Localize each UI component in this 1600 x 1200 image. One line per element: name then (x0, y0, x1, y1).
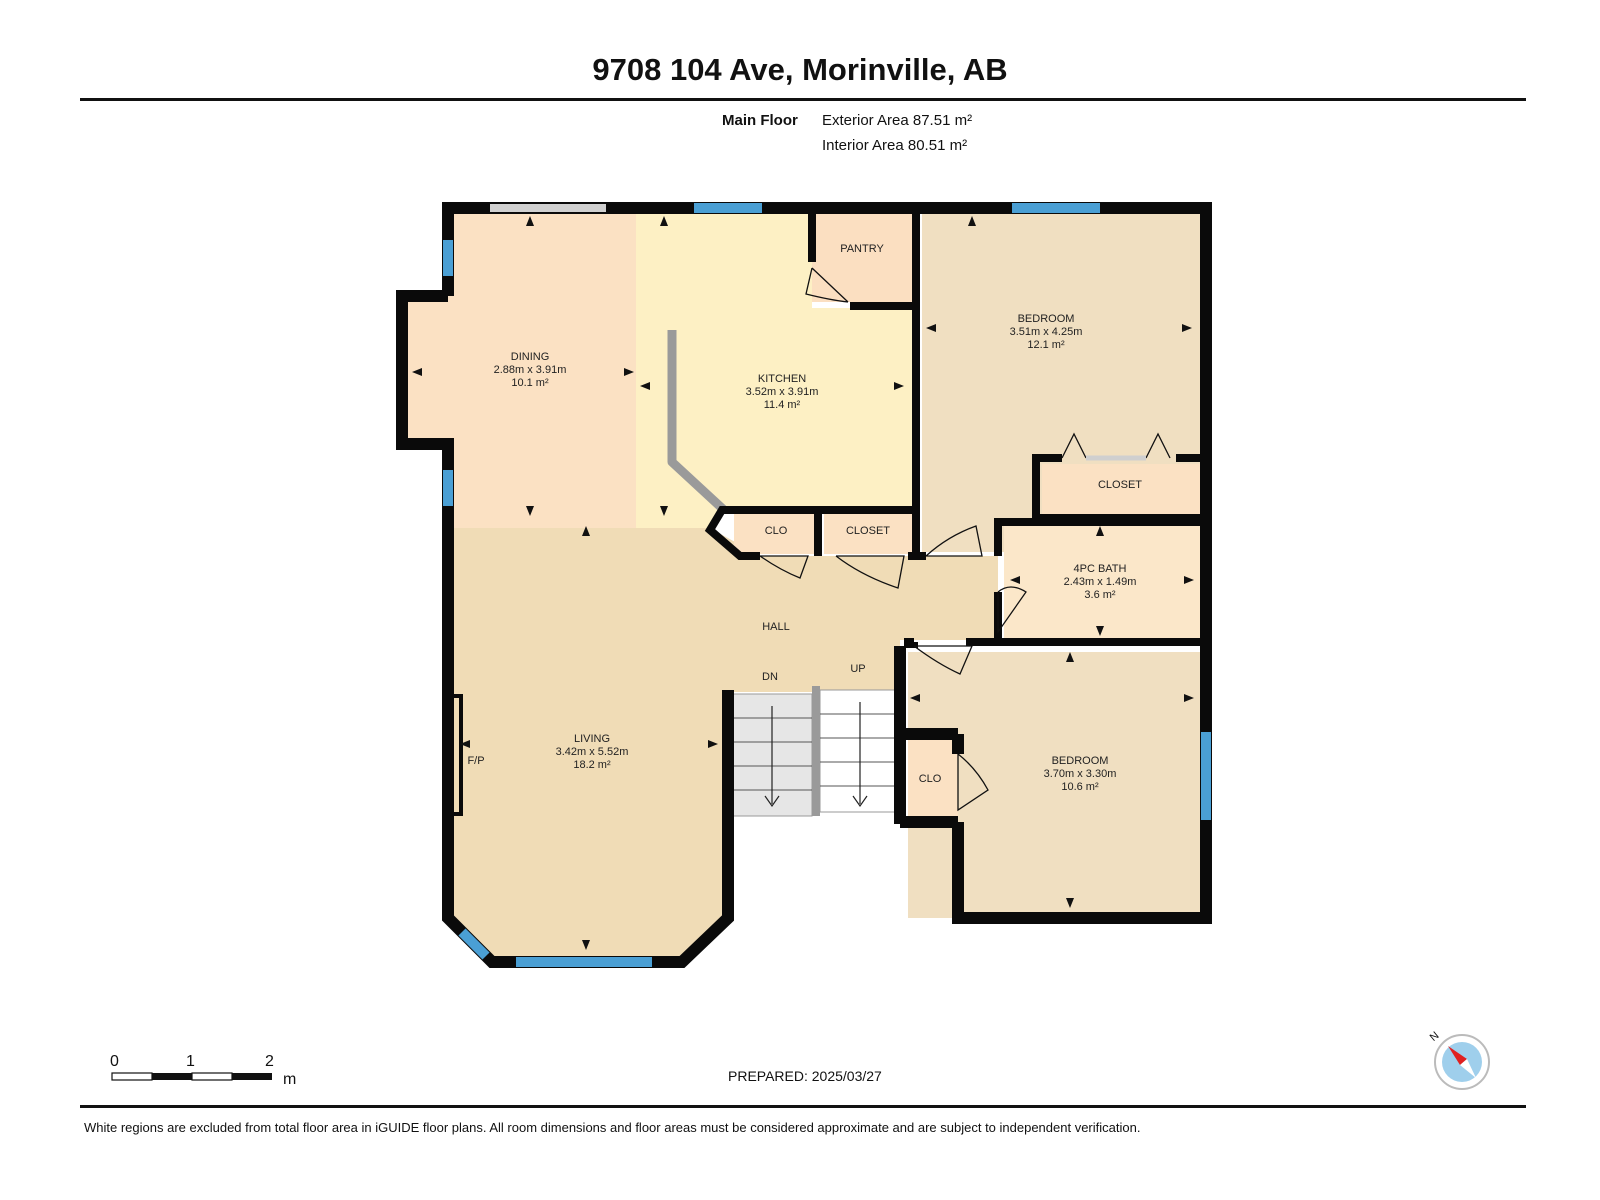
dining-dims: 2.88m x 3.91m (494, 364, 567, 376)
bedroom1-name: BEDROOM (1018, 313, 1075, 325)
walls (396, 202, 1212, 968)
living-area: 18.2 m² (573, 759, 611, 771)
bath-floor (1004, 526, 1202, 642)
room-label-kitchen: KITCHEN 3.52m x 3.91m 11.4 m² (746, 373, 819, 411)
living-name: LIVING (574, 733, 610, 745)
clo-hall-floor (734, 514, 814, 554)
closet-bed-label: CLOSET (1098, 479, 1142, 491)
dimension-markers (412, 216, 1194, 950)
hall-label: HALL (762, 621, 790, 633)
clo-bed2-label: CLO (919, 773, 942, 785)
fireplace (449, 694, 463, 816)
bedroom1-dims: 3.51m x 4.25m (1010, 326, 1083, 338)
interior-walls (704, 208, 1206, 648)
kitchen-area: 11.4 m² (764, 399, 801, 411)
pantry-floor (812, 208, 916, 302)
stairs-down (731, 693, 813, 817)
floor-name: Main Floor (722, 112, 798, 129)
bedroom2-name: BEDROOM (1052, 755, 1109, 767)
plan-title: 9708 104 Ave, Morinville, AB (592, 52, 1008, 87)
kitchen-floor (636, 208, 916, 528)
closet-hall-label: CLOSET (846, 525, 890, 537)
pantry-label: PANTRY (840, 243, 884, 255)
compass-icon: N (1428, 1030, 1490, 1090)
compass-north-label: N (1428, 1030, 1442, 1044)
bedroom2-area: 10.6 m² (1061, 781, 1099, 793)
scale-tick-2: 2 (265, 1053, 274, 1070)
room-label-bedroom2: BEDROOM 3.70m x 3.30m 10.6 m² (1044, 755, 1117, 793)
room-label-dining: DINING 2.88m x 3.91m 10.1 m² (494, 351, 567, 389)
stair-rail-mid (812, 686, 820, 816)
kitchen-name: KITCHEN (758, 373, 806, 385)
kitchen-counter (667, 330, 728, 514)
windows (443, 203, 1211, 967)
dining-floor (408, 208, 636, 528)
exterior-area: Exterior Area 87.51 m² (822, 112, 973, 129)
disclaimer: White regions are excluded from total fl… (84, 1120, 1141, 1135)
bath-dims: 2.43m x 1.49m (1064, 576, 1137, 588)
closet-bed-floor (1042, 464, 1202, 514)
scale-unit: m (283, 1071, 296, 1088)
room-label-bedroom1: BEDROOM 3.51m x 4.25m 12.1 m² (1010, 313, 1083, 351)
header-rule (80, 98, 1526, 101)
room-label-living: LIVING 3.42m x 5.52m 18.2 m² (556, 733, 629, 771)
bath-area: 3.6 m² (1084, 589, 1116, 601)
scale-tick-1: 1 (186, 1053, 195, 1070)
kitchen-dims: 3.52m x 3.91m (746, 386, 819, 398)
scale-tick-0: 0 (110, 1053, 119, 1070)
clo-hall-label: CLO (765, 525, 788, 537)
footer-rule (80, 1105, 1526, 1108)
bedroom1-area: 12.1 m² (1027, 339, 1065, 351)
dining-name: DINING (511, 351, 550, 363)
stairs-up-label: UP (850, 663, 865, 675)
doors (759, 267, 1171, 812)
closet-hall-floor (824, 514, 916, 554)
living-dims: 3.42m x 5.52m (556, 746, 629, 758)
prepared-date: PREPARED: 2025/03/27 (728, 1068, 882, 1084)
bath-name: 4PC BATH (1074, 563, 1127, 575)
scale-bar: 0 1 2 m (110, 1053, 296, 1088)
room-label-bath: 4PC BATH 2.43m x 1.49m 3.6 m² (1064, 563, 1137, 601)
dining-area: 10.1 m² (511, 377, 549, 389)
clo-bed2-floor (908, 738, 958, 822)
stairs-up (819, 689, 901, 813)
fireplace-label: F/P (467, 755, 484, 767)
bedroom2-dims: 3.70m x 3.30m (1044, 768, 1117, 780)
interior-area: Interior Area 80.51 m² (822, 137, 968, 154)
stairs-down-label: DN (762, 671, 778, 683)
